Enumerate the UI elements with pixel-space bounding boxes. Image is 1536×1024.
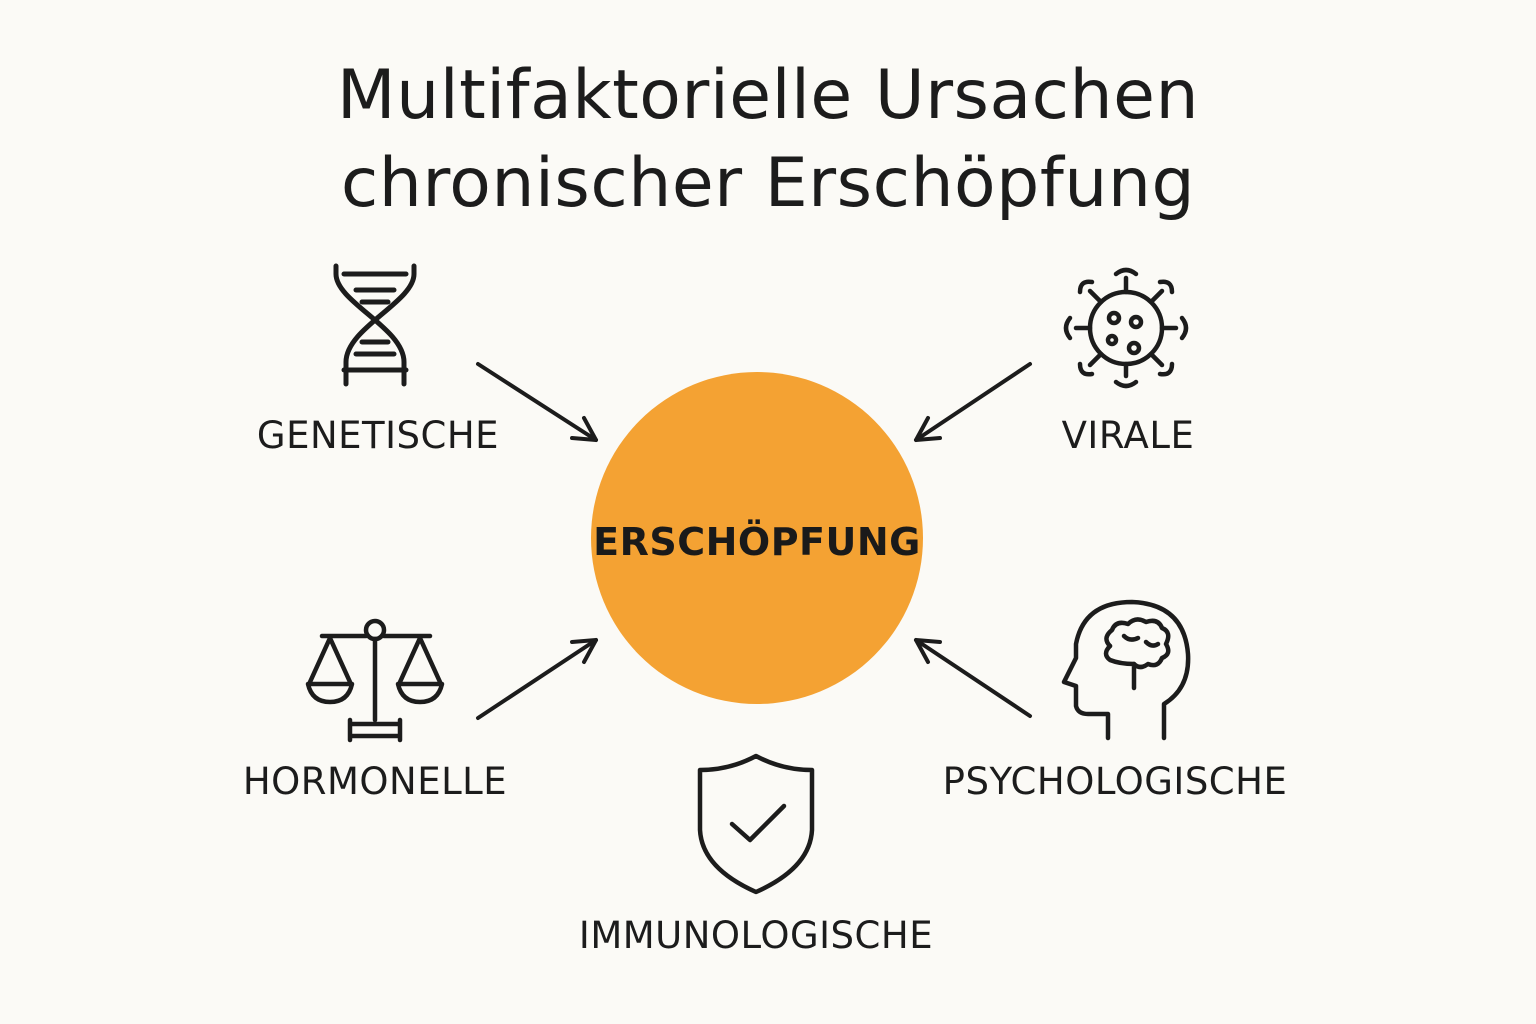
center-label: ERSCHÖPFUNG — [593, 520, 921, 564]
factor-label-genetic: GENETISCHE — [256, 414, 500, 457]
shield-check-icon — [697, 753, 815, 895]
virus-icon — [1063, 267, 1189, 389]
diagram-title: Multifaktorielle Ursachen chronischer Er… — [0, 52, 1536, 228]
title-line-2: chronischer Erschöpfung — [340, 144, 1196, 223]
center-circle — [591, 372, 923, 704]
balance-scale-icon — [305, 618, 445, 743]
head-brain-icon — [1061, 599, 1191, 741]
title-line-1: Multifaktorielle Ursachen — [336, 56, 1200, 135]
factor-label-immunological: IMMUNOLOGISCHE — [578, 914, 934, 957]
factor-label-hormonal: HORMONELLE — [242, 760, 508, 803]
factor-label-psychological: PSYCHOLOGISCHE — [942, 760, 1288, 803]
dna-icon — [333, 263, 417, 387]
factor-label-viral: VIRALE — [1061, 414, 1195, 457]
